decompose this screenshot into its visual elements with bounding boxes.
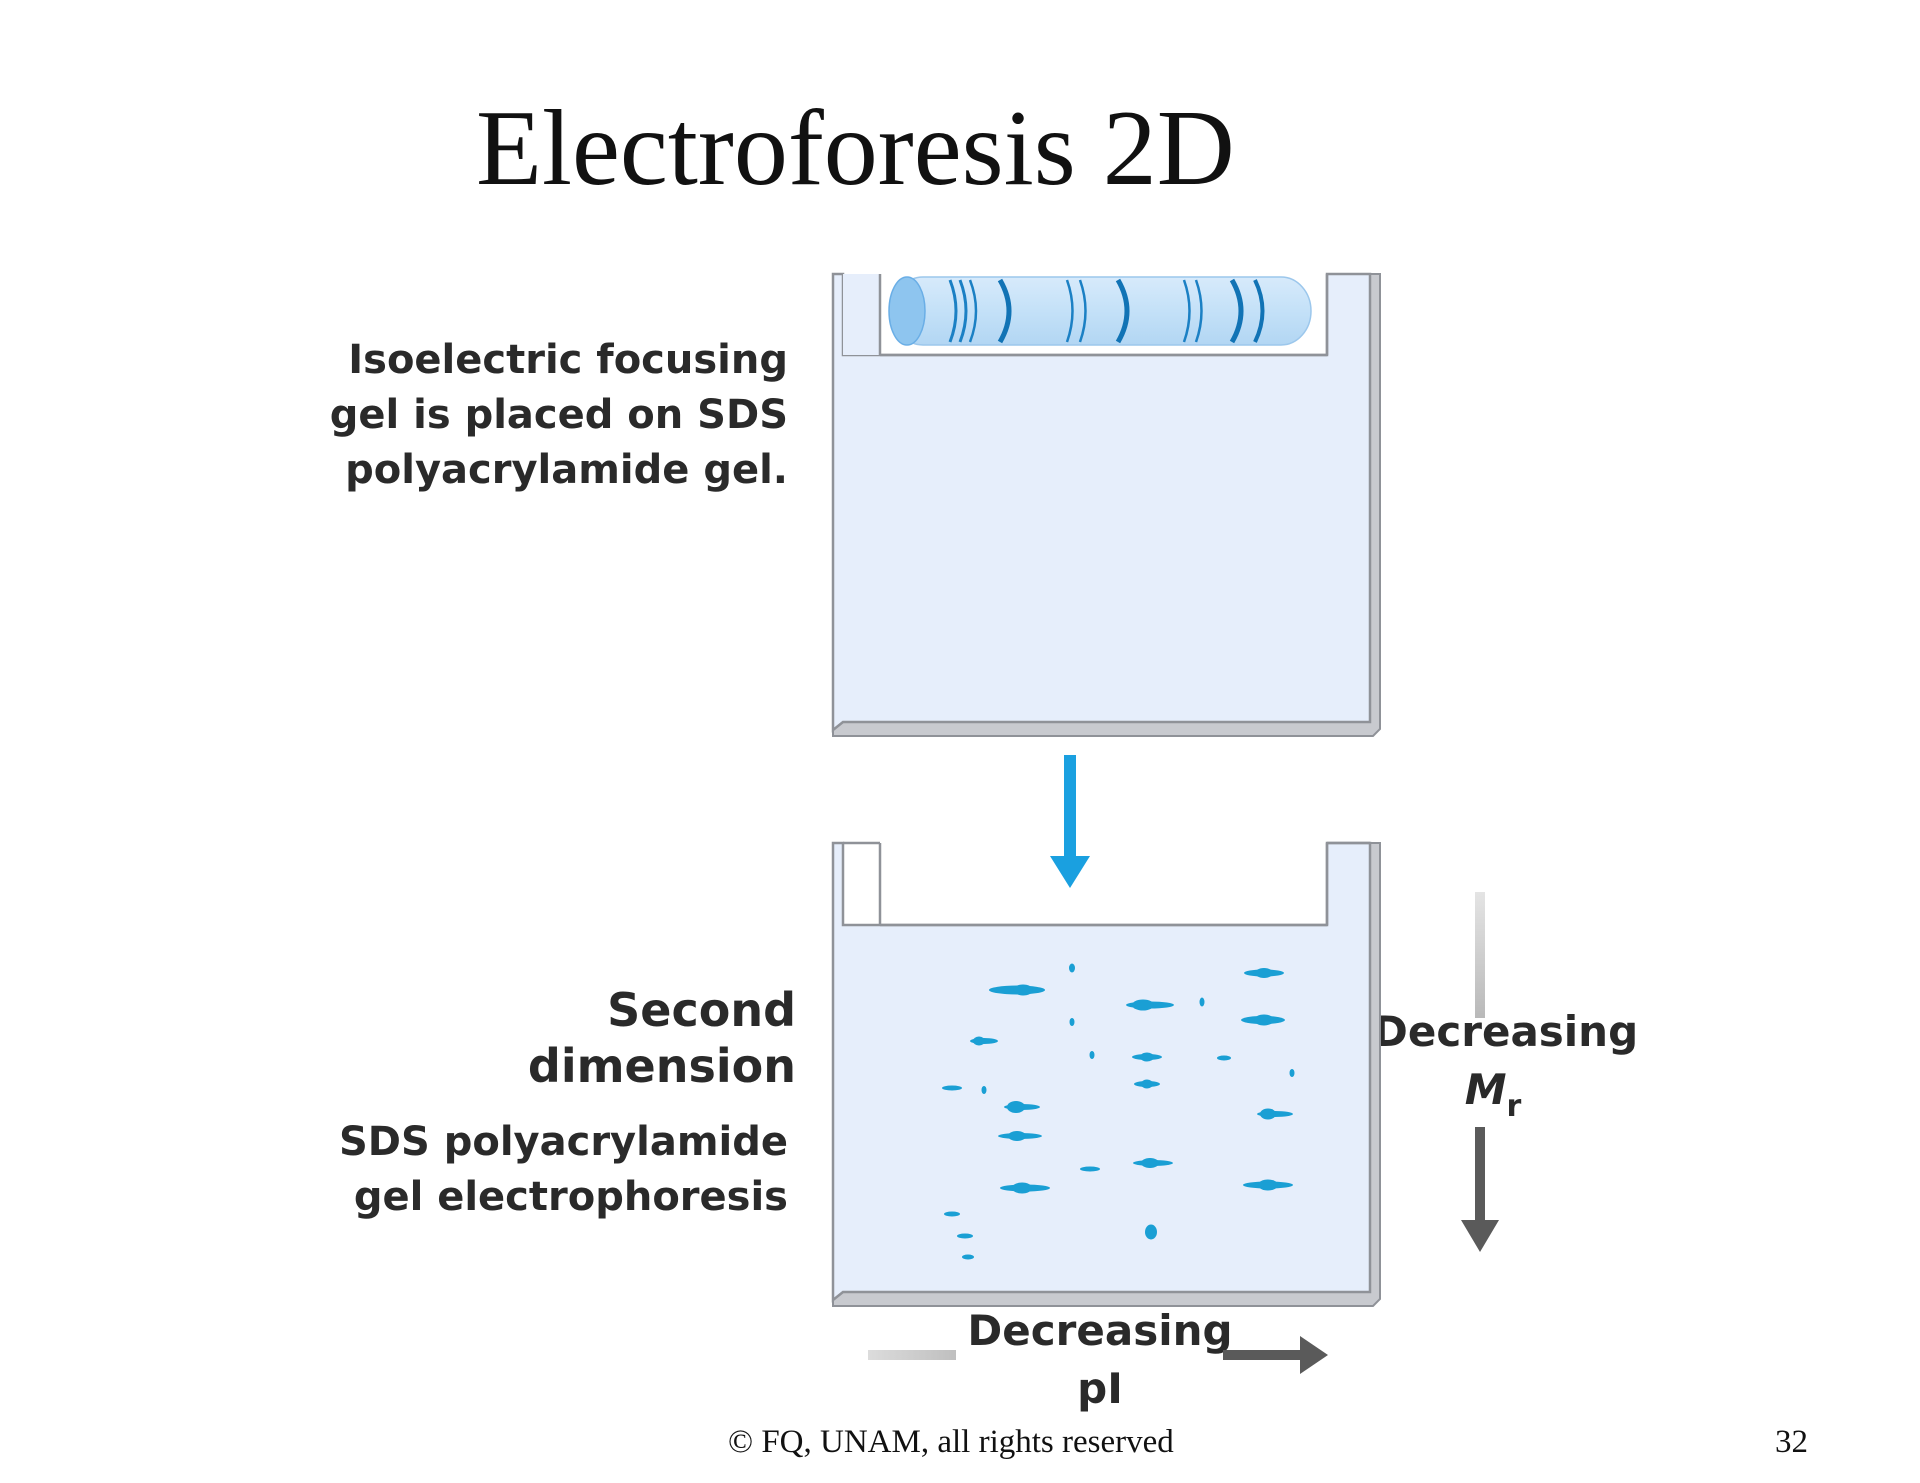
ief-label-line-1: Isoelectric focusing xyxy=(348,337,788,383)
protein-spot xyxy=(1080,1166,1100,1172)
second-dimension-label: Second dimension xyxy=(528,982,796,1094)
protein-spot xyxy=(942,1085,962,1091)
sds-label-line-2: gel electrophoresis xyxy=(353,1174,788,1220)
mr-symbol-subscript: r xyxy=(1506,1089,1522,1124)
decreasing-pi-label: Decreasing pI xyxy=(950,1302,1250,1418)
pi-axis-arrow xyxy=(868,1336,1328,1374)
top-gel-notch-fill xyxy=(843,274,880,355)
protein-spot xyxy=(1007,1101,1025,1113)
protein-spots xyxy=(942,963,1295,1260)
protein-spot xyxy=(962,1254,974,1260)
protein-spot xyxy=(1069,963,1075,973)
protein-spot xyxy=(1254,1014,1274,1026)
protein-spot xyxy=(1132,999,1154,1011)
decreasing-mr-text: Decreasing xyxy=(1373,1007,1639,1056)
protein-spot xyxy=(1199,997,1205,1007)
protein-spot xyxy=(1012,1182,1032,1194)
mr-symbol-main: M xyxy=(1464,1065,1507,1114)
bottom-gel xyxy=(831,841,1381,1307)
protein-spot xyxy=(944,1211,960,1217)
mr-symbol: Mr xyxy=(1373,1061,1613,1124)
protein-spot xyxy=(981,1086,987,1094)
protein-spot xyxy=(1069,1018,1075,1026)
ief-label-line-2: gel is placed on SDS xyxy=(329,392,788,438)
sds-page-label: SDS polyacrylamide gel electrophoresis xyxy=(339,1115,788,1225)
ief-label: Isoelectric focusing gel is placed on SD… xyxy=(330,333,788,498)
second-dimension-line-2: dimension xyxy=(527,1039,796,1093)
protein-spot xyxy=(1013,984,1033,996)
ief-tube-gel xyxy=(888,276,1312,346)
protein-spot xyxy=(1140,1052,1154,1062)
bottom-gel-body xyxy=(831,841,1372,1303)
slide-title: Electroforesis 2D xyxy=(476,89,1235,208)
copyright-footer: © FQ, UNAM, all rights reserved xyxy=(728,1424,1174,1460)
protein-spot xyxy=(1258,1179,1278,1191)
sds-label-line-1: SDS polyacrylamide xyxy=(338,1119,788,1165)
protein-spot xyxy=(973,1036,985,1046)
pi-symbol: pI xyxy=(1077,1364,1123,1413)
mr-axis-arrow xyxy=(1461,892,1499,1252)
decreasing-pi-text: Decreasing xyxy=(967,1306,1233,1355)
second-dimension-line-1: Second xyxy=(607,983,796,1037)
protein-spot xyxy=(1217,1055,1231,1061)
protein-spot xyxy=(957,1233,973,1239)
top-gel xyxy=(831,272,1381,737)
protein-spot xyxy=(1289,1069,1295,1077)
page-number: 32 xyxy=(1775,1424,1808,1460)
protein-spot xyxy=(1255,968,1273,978)
protein-spot xyxy=(1145,1224,1157,1240)
protein-spot xyxy=(1008,1131,1026,1141)
placement-arrow xyxy=(1050,755,1090,888)
protein-spot xyxy=(1260,1108,1276,1120)
ief-label-line-3: polyacrylamide gel. xyxy=(345,447,788,493)
protein-spot xyxy=(1089,1051,1095,1059)
decreasing-mr-label: Decreasing Mr xyxy=(1373,1003,1639,1124)
protein-spot xyxy=(1141,1079,1153,1089)
protein-spot xyxy=(1141,1158,1159,1168)
